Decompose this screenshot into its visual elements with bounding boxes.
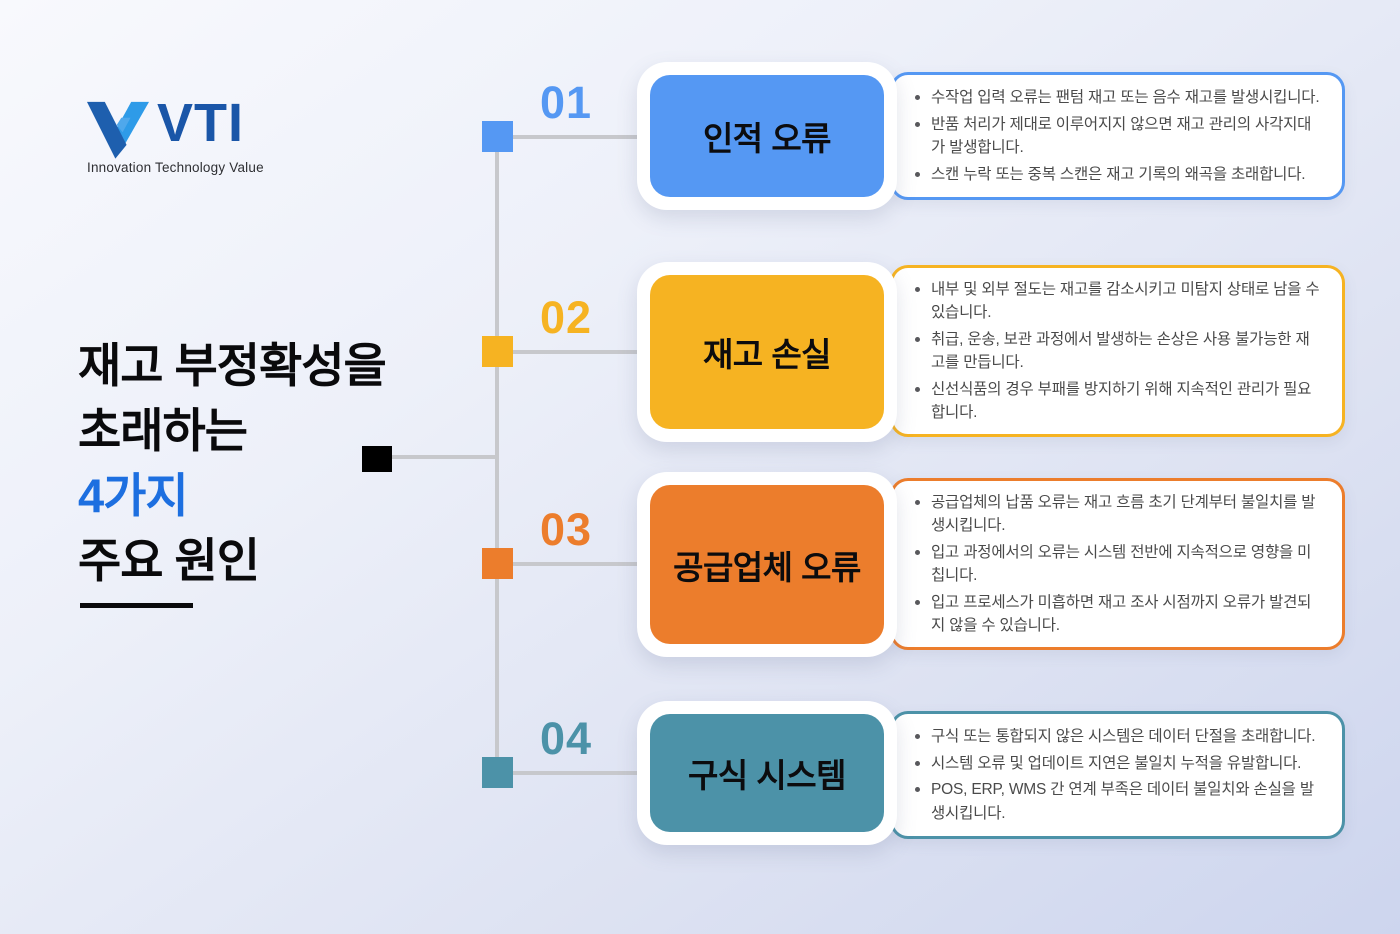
label-box-02: 재고 손실: [637, 262, 897, 442]
bullet-text: 내부 및 외부 절도는 재고를 감소시키고 미탐지 상태로 남을 수 있습니다.: [931, 280, 1320, 322]
label-fill-04: 구식 시스템: [650, 714, 884, 832]
label-box-04: 구식 시스템: [637, 701, 897, 845]
main-title: 재고 부정확성을 초래하는 4가지 주요 원인: [78, 333, 387, 608]
detail-card-02: 내부 및 외부 절도는 재고를 감소시키고 미탐지 상태로 남을 수 있습니다.…: [890, 265, 1345, 437]
node-square-03: [482, 548, 513, 579]
detail-card-03: 공급업체의 납품 오류는 재고 흐름 초기 단계부터 불일치를 발생시킵니다. …: [890, 478, 1345, 650]
node-square-04: [482, 757, 513, 788]
bullet-text: 수작업 입력 오류는 팬텀 재고 또는 음수 재고를 발생시킵니다.: [931, 89, 1320, 106]
root-branch-line: [392, 455, 495, 459]
bullet-dot-icon: [915, 549, 920, 555]
bullet-item: 구식 또는 통합되지 않은 시스템은 데이터 단절을 초래합니다.: [915, 725, 1322, 749]
label-box-01: 인적 오류: [637, 62, 897, 210]
root-node-square: [362, 446, 392, 472]
bullet-item: 입고 과정에서의 오류는 시스템 전반에 지속적으로 영향을 미칩니다.: [915, 541, 1322, 588]
bullet-item: 공급업체의 납품 오류는 재고 흐름 초기 단계부터 불일치를 발생시킵니다.: [915, 491, 1322, 538]
bullet-item: 스캔 누락 또는 중복 스캔은 재고 기록의 왜곡을 초래합니다.: [915, 163, 1322, 187]
cause-label-03: 공급업체 오류: [673, 548, 861, 586]
bullet-dot-icon: [915, 599, 920, 605]
bullet-dot-icon: [915, 760, 920, 766]
label-fill-01: 인적 오류: [650, 75, 884, 197]
label-fill-02: 재고 손실: [650, 275, 884, 429]
bullet-item: 입고 프로세스가 미흡하면 재고 조사 시점까지 오류가 발견되지 않을 수 있…: [915, 591, 1322, 638]
branch-line-04: [513, 771, 650, 775]
title-line-1: 재고 부정확성을: [78, 339, 387, 392]
title-line-3-highlight: 4가지: [78, 469, 189, 522]
bullet-text: 입고 프로세스가 미흡하면 재고 조사 시점까지 오류가 발견되지 않을 수 있…: [931, 593, 1312, 635]
bullet-item: 취급, 운송, 보관 과정에서 발생하는 손상은 사용 불가능한 재고를 만듭니…: [915, 328, 1322, 375]
bullet-text: 구식 또는 통합되지 않은 시스템은 데이터 단절을 초래합니다.: [931, 728, 1316, 745]
bullet-dot-icon: [915, 734, 920, 739]
bullet-text: 공급업체의 납품 오류는 재고 흐름 초기 단계부터 불일치를 발생시킵니다.: [931, 493, 1316, 535]
bullet-dot-icon: [915, 171, 920, 177]
bullet-item: 수작업 입력 오류는 팬텀 재고 또는 음수 재고를 발생시킵니다.: [915, 86, 1322, 110]
tree-trunk-line: [495, 137, 499, 773]
cause-number-01: 01: [540, 77, 593, 128]
cause-number-03: 03: [540, 504, 593, 555]
bullet-dot-icon: [915, 286, 920, 292]
bullet-dot-icon: [915, 386, 920, 392]
branch-line-01: [513, 135, 650, 139]
bullet-text: 입고 과정에서의 오류는 시스템 전반에 지속적으로 영향을 미칩니다.: [931, 543, 1312, 585]
title-underline: [80, 603, 193, 608]
branch-line-02: [513, 350, 650, 354]
bullet-dot-icon: [915, 336, 920, 342]
bullet-dot-icon: [915, 499, 920, 505]
bullet-text: 신선식품의 경우 부패를 방지하기 위해 지속적인 관리가 필요합니다.: [931, 380, 1312, 422]
bullet-item: POS, ERP, WMS 간 연계 부족은 데이터 불일치와 손실을 발생시킵…: [915, 778, 1322, 825]
bullet-item: 시스템 오류 및 업데이트 지연은 불일치 누적을 유발합니다.: [915, 752, 1322, 776]
detail-card-01: 수작업 입력 오류는 팬텀 재고 또는 음수 재고를 발생시킵니다. 반품 처리…: [890, 72, 1345, 200]
bullet-text: POS, ERP, WMS 간 연계 부족은 데이터 불일치와 손실을 발생시킵…: [931, 781, 1314, 822]
vti-logo: VTI Innovation Technology Value: [85, 88, 285, 188]
cause-label-02: 재고 손실: [702, 336, 832, 373]
bullet-dot-icon: [915, 95, 920, 100]
bullet-text: 시스템 오류 및 업데이트 지연은 불일치 누적을 유발합니다.: [931, 754, 1302, 772]
bullet-item: 신선식품의 경우 부패를 방지하기 위해 지속적인 관리가 필요합니다.: [915, 378, 1322, 425]
detail-card-04: 구식 또는 통합되지 않은 시스템은 데이터 단절을 초래합니다. 시스템 오류…: [890, 711, 1345, 839]
bullet-item: 내부 및 외부 절도는 재고를 감소시키고 미탐지 상태로 남을 수 있습니다.: [915, 278, 1322, 325]
bullet-dot-icon: [915, 787, 920, 792]
node-square-02: [482, 336, 513, 367]
bullet-text: 취급, 운송, 보관 과정에서 발생하는 손상은 사용 불가능한 재고를 만듭니…: [931, 330, 1310, 372]
vti-logo-tagline: Innovation Technology Value: [87, 160, 264, 175]
bullet-text: 스캔 누락 또는 중복 스캔은 재고 기록의 왜곡을 초래합니다.: [931, 165, 1306, 183]
cause-label-01: 인적 오류: [702, 120, 832, 157]
bullet-item: 반품 처리가 제대로 이루어지지 않으면 재고 관리의 사각지대가 발생합니다.: [915, 113, 1322, 160]
cause-label-04: 구식 시스템: [688, 757, 846, 794]
cause-number-04: 04: [540, 713, 593, 764]
bullet-text: 반품 처리가 제대로 이루어지지 않으면 재고 관리의 사각지대가 발생합니다.: [931, 115, 1312, 157]
cause-number-02: 02: [540, 292, 593, 343]
label-box-03: 공급업체 오류: [637, 472, 897, 657]
vti-logo-mark-icon: [86, 101, 150, 159]
bullet-dot-icon: [915, 121, 920, 127]
label-fill-03: 공급업체 오류: [650, 485, 884, 644]
title-line-2: 초래하는: [78, 404, 248, 457]
vti-logo-text: VTI: [157, 93, 245, 153]
node-square-01: [482, 121, 513, 152]
title-line-4: 주요 원인: [78, 534, 260, 587]
branch-line-03: [513, 562, 650, 566]
